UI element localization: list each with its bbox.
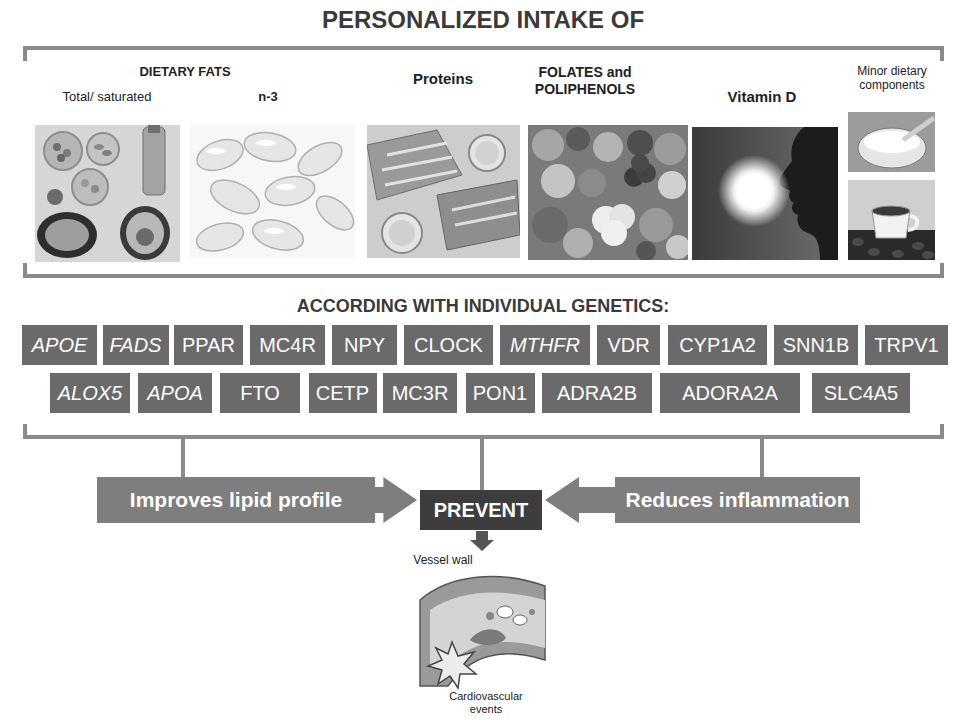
node-text: TRPV1 xyxy=(874,334,938,356)
bracket-stem xyxy=(760,437,764,477)
node-text: Reduces inflammation xyxy=(625,488,849,511)
vegetables-photo xyxy=(528,125,690,261)
vessel-illustration xyxy=(420,577,545,688)
node-text: FTO xyxy=(240,382,280,404)
figure-label: Vessel wall xyxy=(408,553,478,567)
bracket-stem xyxy=(181,437,185,477)
category-label: Total/ saturated xyxy=(37,89,177,105)
gene-box: CETP xyxy=(309,373,377,413)
gene-box: ADRA2B xyxy=(542,373,652,413)
node-text: Improves lipid profile xyxy=(130,488,342,511)
gene-box: MC3R xyxy=(383,373,457,413)
section-heading: ACCORDING WITH INDIVIDUAL GENETICS: xyxy=(183,296,783,318)
intake-bracket xyxy=(25,263,942,276)
gene-box: SLC4A5 xyxy=(812,373,910,413)
gene-bracket xyxy=(25,424,942,437)
gene-box: PPAR xyxy=(174,325,243,365)
category-heading: Proteins xyxy=(383,70,503,88)
fats-photo xyxy=(35,121,180,262)
block-arrow xyxy=(375,477,417,523)
gene-box: FTO xyxy=(220,373,300,413)
outcome-box: PREVENT xyxy=(420,490,542,530)
node-text: VDR xyxy=(607,334,649,356)
gene-box: FADS xyxy=(103,325,169,365)
node-text: ADRA2B xyxy=(557,382,637,404)
node-text: APOE xyxy=(32,334,88,356)
gene-box: VDR xyxy=(597,325,660,365)
node-text: SNN1B xyxy=(783,334,850,356)
protein-photo xyxy=(367,125,520,258)
node-text: CLOCK xyxy=(414,334,483,356)
gene-box: MC4R xyxy=(250,325,325,365)
gene-box: TRPV1 xyxy=(865,325,948,365)
node-text: MTHFR xyxy=(510,334,580,356)
gene-box: CYP1A2 xyxy=(668,325,767,365)
node-text: CETP xyxy=(316,382,369,404)
block-arrow xyxy=(545,477,615,523)
gene-box: PON1 xyxy=(466,373,535,413)
figure-label: Cardiovascular events xyxy=(436,690,536,716)
node-text: PON1 xyxy=(473,382,527,404)
coffee-photo xyxy=(848,180,935,260)
node-text: SLC4A5 xyxy=(824,382,899,404)
sunlight-photo xyxy=(692,127,838,260)
node-text: CYP1A2 xyxy=(679,334,756,356)
gene-box: NPY xyxy=(332,325,397,365)
node-text: ADORA2A xyxy=(682,382,778,404)
node-text: ALOX5 xyxy=(58,382,122,404)
gene-box: ALOX5 xyxy=(50,373,130,413)
category-heading: FOLATES and POLIPHENOLS xyxy=(517,64,653,98)
top-bracket xyxy=(25,48,942,61)
capsules-photo xyxy=(190,125,360,258)
node-text: NPY xyxy=(344,334,385,356)
category-label: n-3 xyxy=(238,89,298,105)
gene-box: ADORA2A xyxy=(660,373,800,413)
node-text: MC3R xyxy=(392,382,449,404)
node-text: PREVENT xyxy=(434,499,528,521)
gene-box: CLOCK xyxy=(404,325,493,365)
gene-box: SNN1B xyxy=(774,325,858,365)
down-arrow xyxy=(470,531,494,551)
category-heading: Vitamin D xyxy=(697,88,827,106)
category-label: Minor dietary components xyxy=(846,64,938,93)
gene-box: APOA xyxy=(138,373,212,413)
effect-arrow-box: Improves lipid profile xyxy=(97,477,375,523)
node-text: PPAR xyxy=(182,334,235,356)
bracket-stem xyxy=(480,437,484,490)
gene-box: MTHFR xyxy=(500,325,590,365)
salt-photo xyxy=(848,112,935,172)
title: PERSONALIZED INTAKE OF xyxy=(183,6,783,35)
node-text: APOA xyxy=(147,382,203,404)
category-heading: DIETARY FATS xyxy=(115,64,255,80)
gene-box: APOE xyxy=(22,325,97,365)
node-text: FADS xyxy=(110,334,162,356)
node-text: MC4R xyxy=(259,334,316,356)
effect-arrow-box: Reduces inflammation xyxy=(615,477,860,523)
